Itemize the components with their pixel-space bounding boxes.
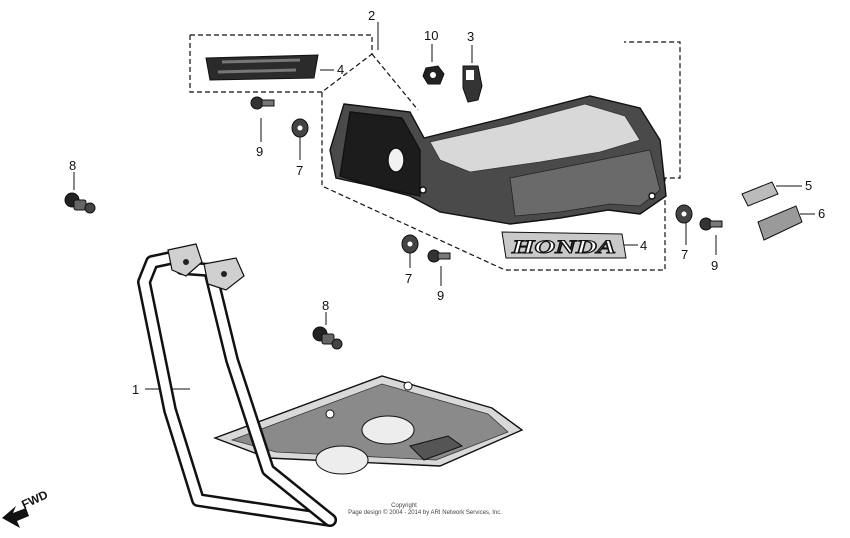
callout-10: 10 <box>424 28 438 43</box>
callout-9-upper: 9 <box>256 144 263 159</box>
nut-part-10 <box>422 65 445 85</box>
washer-part-7-right <box>675 204 693 224</box>
forward-direction-indicator: FWD <box>2 487 50 528</box>
bolt-part-9-upper <box>250 96 275 110</box>
honda-decal-text: HONDA <box>510 237 616 258</box>
callout-7-lower: 7 <box>405 271 412 286</box>
bolt-part-9-right <box>699 217 723 231</box>
leader-lines <box>73 22 815 390</box>
emblem-part-5 <box>741 181 779 207</box>
bolt-part-9-lower <box>427 249 451 263</box>
callout-7-right: 7 <box>681 247 688 262</box>
clip-part-3 <box>462 65 483 103</box>
callout-8-right: 8 <box>322 298 329 313</box>
callout-7-upper: 7 <box>296 163 303 178</box>
callout-1: 1 <box>132 382 139 397</box>
emblem-part-6 <box>757 205 803 241</box>
carrier-rack <box>137 243 524 527</box>
decal-upper <box>205 54 319 81</box>
fwd-label: FWD <box>19 487 50 511</box>
callout-9-right: 9 <box>711 258 718 273</box>
callout-8-left: 8 <box>69 158 76 173</box>
copyright-line-2: Page design © 2004 - 2014 by ARI Network… <box>348 509 502 516</box>
washer-part-7-lower <box>401 234 419 254</box>
callout-2: 2 <box>368 8 375 23</box>
callout-6: 6 <box>818 206 825 221</box>
callout-4-upper: 4 <box>337 62 344 77</box>
callout-9-lower: 9 <box>437 288 444 303</box>
assembly-group-outline <box>189 34 681 271</box>
callout-4-lower: 4 <box>640 238 647 253</box>
copyright-line-1: Copyright <box>391 503 417 509</box>
bolt-part-8-left <box>64 192 96 214</box>
seat-cover <box>329 95 667 225</box>
callout-5: 5 <box>805 178 812 193</box>
bolt-part-8-right <box>312 326 343 350</box>
callout-3: 3 <box>467 29 474 44</box>
washer-part-7-upper <box>291 118 309 138</box>
decal-honda: HONDA <box>501 231 627 259</box>
arrow-left-icon <box>2 506 29 528</box>
